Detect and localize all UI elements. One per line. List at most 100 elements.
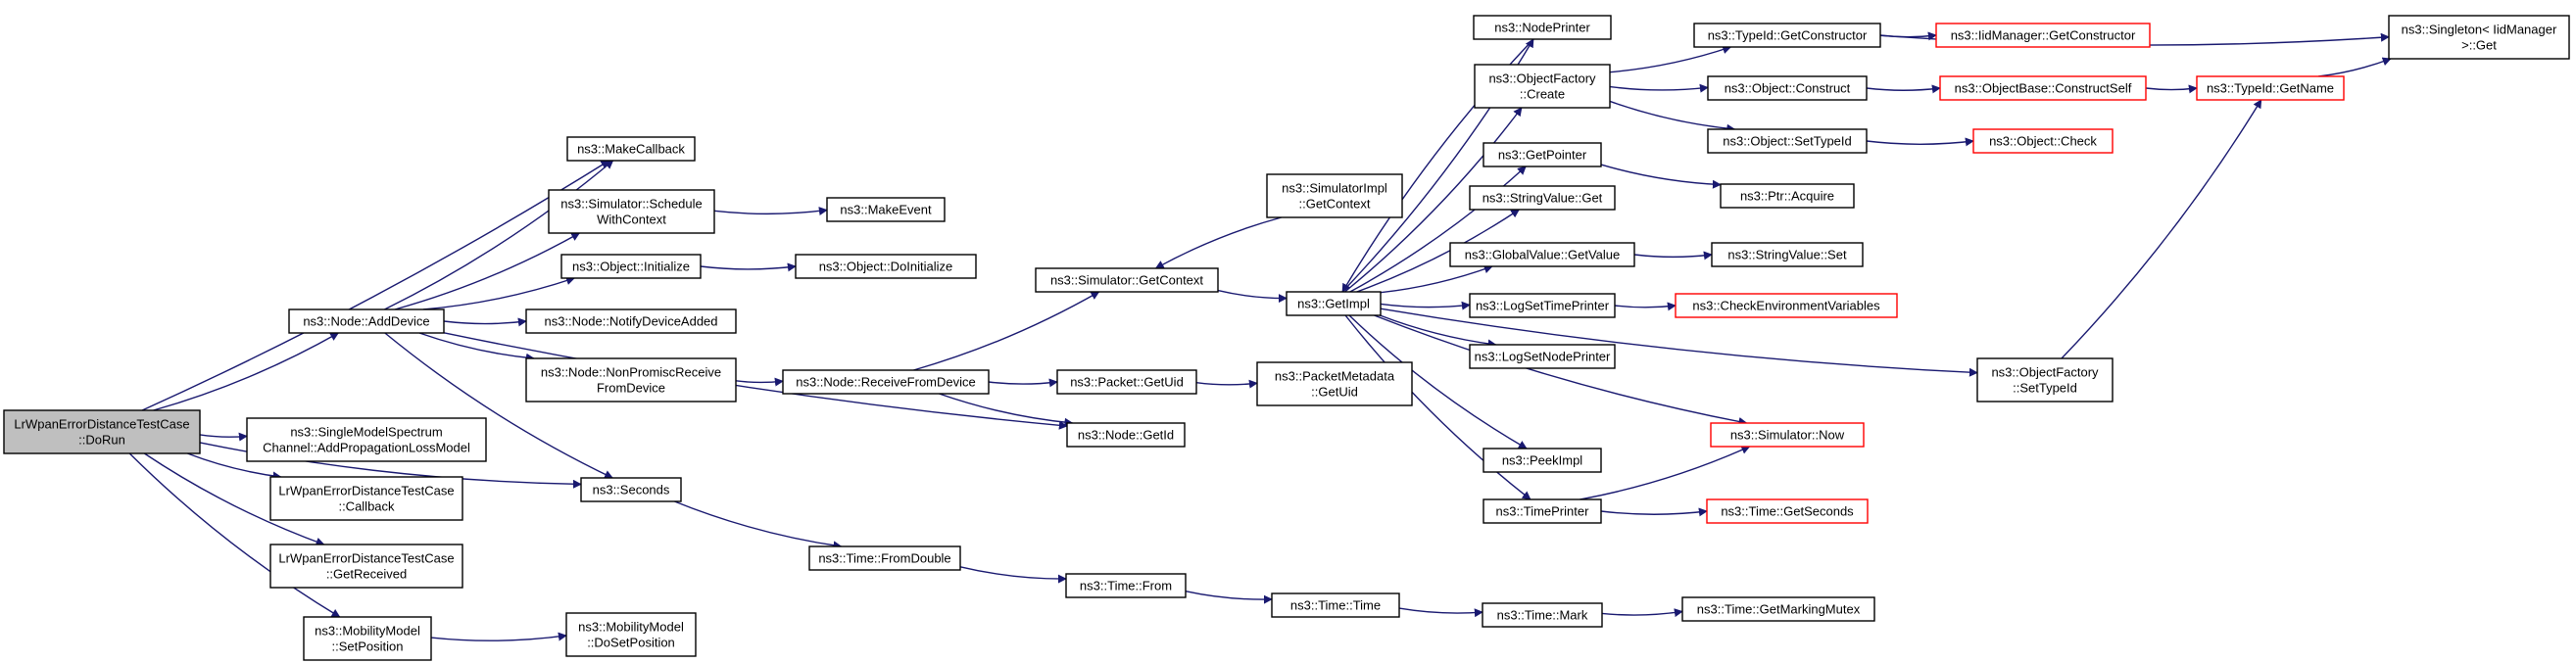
edges-layer bbox=[128, 31, 2392, 641]
edge-receiveFromDevice-to-nodeGetId bbox=[939, 393, 1074, 427]
node-timeFrom[interactable]: ns3::Time::From bbox=[1065, 573, 1187, 598]
edge-root-to-setPosition bbox=[128, 452, 341, 618]
node-box bbox=[1693, 23, 1881, 48]
node-logSetTimePrinter[interactable]: ns3::LogSetTimePrinter bbox=[1469, 293, 1616, 318]
node-label: ns3::Object::SetTypeId bbox=[1723, 134, 1852, 149]
edge-objFactoryCreate-to-objConstruct bbox=[1609, 83, 1709, 93]
node-label: LrWpanErrorDistanceTestCase bbox=[278, 484, 454, 498]
node-getImpl[interactable]: ns3::GetImpl bbox=[1286, 291, 1382, 316]
node-label: ns3::TimePrinter bbox=[1496, 504, 1590, 519]
node-objCheck[interactable]: ns3::Object::Check bbox=[1972, 128, 2114, 154]
node-label: ::Create bbox=[1520, 87, 1565, 102]
node-label: ns3::SingleModelSpectrum bbox=[290, 425, 442, 440]
edge-getPointer-to-ptrAcquire bbox=[1600, 164, 1722, 189]
node-notifyDeviceAdded[interactable]: ns3::Node::NotifyDeviceAdded bbox=[525, 308, 737, 334]
node-packetMetaGetUid[interactable]: ns3::PacketMetadata::GetUid bbox=[1256, 361, 1413, 406]
node-label: ns3::Simulator::Schedule bbox=[560, 197, 703, 212]
node-callback[interactable]: LrWpanErrorDistanceTestCase::Callback bbox=[269, 476, 463, 521]
node-globalValueGetValue[interactable]: ns3::GlobalValue::GetValue bbox=[1449, 242, 1635, 267]
node-label: LrWpanErrorDistanceTestCase bbox=[278, 551, 454, 566]
edge-root-to-callback bbox=[187, 452, 282, 481]
node-timeMark[interactable]: ns3::Time::Mark bbox=[1482, 602, 1603, 628]
node-simGetContext[interactable]: ns3::Simulator::GetContext bbox=[1035, 267, 1219, 293]
node-box bbox=[1286, 291, 1382, 316]
node-seconds[interactable]: ns3::Seconds bbox=[580, 477, 682, 502]
node-label: ns3::Time::Mark bbox=[1497, 608, 1588, 623]
edge-timePrinter-to-timeGetSeconds bbox=[1600, 507, 1708, 517]
node-nodePrinter[interactable]: ns3::NodePrinter bbox=[1473, 15, 1612, 40]
node-peekImpl[interactable]: ns3::PeekImpl bbox=[1482, 448, 1602, 473]
node-typeIdGetConstructor[interactable]: ns3::TypeId::GetConstructor bbox=[1693, 23, 1881, 48]
node-objDoInitialize[interactable]: ns3::Object::DoInitialize bbox=[795, 254, 977, 279]
edge-root-to-getReceived bbox=[143, 452, 325, 546]
node-objFactoryCreate[interactable]: ns3::ObjectFactory::Create bbox=[1474, 64, 1611, 109]
node-timeTime[interactable]: ns3::Time::Time bbox=[1271, 592, 1400, 618]
node-label: ns3::Seconds bbox=[593, 483, 670, 497]
edge-getImpl-to-logSetTimePrinter bbox=[1380, 301, 1471, 310]
node-label: ns3::Packet::GetUid bbox=[1070, 375, 1184, 390]
edge-logSetTimePrinter-to-checkEnvVars bbox=[1614, 302, 1677, 311]
node-box bbox=[566, 136, 696, 162]
node-label: ::DoSetPosition bbox=[587, 636, 675, 650]
node-getMarkingMutex[interactable]: ns3::Time::GetMarkingMutex bbox=[1681, 596, 1875, 622]
node-box bbox=[1482, 142, 1602, 167]
node-box bbox=[1065, 573, 1187, 598]
node-packetGetUid[interactable]: ns3::Packet::GetUid bbox=[1056, 369, 1197, 395]
node-label: ns3::Ptr::Acquire bbox=[1740, 189, 1834, 204]
node-box bbox=[826, 197, 946, 222]
node-box bbox=[1939, 75, 2147, 101]
node-stringValueGet[interactable]: ns3::StringValue::Get bbox=[1469, 185, 1616, 211]
node-label: ::GetContext bbox=[1299, 197, 1371, 212]
node-makeCallback[interactable]: ns3::MakeCallback bbox=[566, 136, 696, 162]
node-fromDouble[interactable]: ns3::Time::FromDouble bbox=[808, 545, 961, 571]
node-root[interactable]: LrWpanErrorDistanceTestCase::DoRun bbox=[3, 409, 201, 454]
node-simImplGetContext[interactable]: ns3::SimulatorImpl::GetContext bbox=[1266, 173, 1403, 218]
node-addDevice[interactable]: ns3::Node::AddDevice bbox=[288, 308, 445, 334]
node-box bbox=[1935, 23, 2151, 48]
node-label: >::Get bbox=[2461, 38, 2497, 53]
node-box bbox=[782, 369, 990, 395]
node-box bbox=[808, 545, 961, 571]
node-label: ::SetTypeId bbox=[2013, 381, 2077, 396]
node-box bbox=[1681, 596, 1875, 622]
node-setPosition[interactable]: ns3::MobilityModel::SetPosition bbox=[303, 616, 432, 661]
edge-getImpl-to-objFactorySetTypeId bbox=[1380, 308, 1978, 377]
node-nodeGetId[interactable]: ns3::Node::GetId bbox=[1066, 422, 1186, 448]
node-getReceived[interactable]: LrWpanErrorDistanceTestCase::GetReceived bbox=[269, 544, 463, 589]
node-box bbox=[1469, 344, 1616, 369]
edge-getImpl-to-timePrinter bbox=[1344, 314, 1531, 500]
node-checkEnvVars[interactable]: ns3::CheckEnvironmentVariables bbox=[1675, 293, 1898, 318]
node-objFactorySetTypeId[interactable]: ns3::ObjectFactory::SetTypeId bbox=[1976, 357, 2114, 403]
node-objSetTypeId[interactable]: ns3::Object::SetTypeId bbox=[1707, 128, 1868, 154]
node-iidGetConstructor[interactable]: ns3::IidManager::GetConstructor bbox=[1935, 23, 2151, 48]
node-logSetNodePrinter[interactable]: ns3::LogSetNodePrinter bbox=[1469, 344, 1616, 369]
node-box bbox=[1482, 498, 1602, 524]
node-label: ns3::Time::FromDouble bbox=[818, 551, 950, 566]
node-box bbox=[1707, 128, 1868, 154]
node-label: ns3::ObjectBase::ConstructSelf bbox=[1955, 81, 2132, 96]
node-box bbox=[1035, 267, 1219, 293]
node-doSetPosition[interactable]: ns3::MobilityModel::DoSetPosition bbox=[565, 612, 697, 657]
node-singletonGet[interactable]: ns3::Singleton< IidManager>::Get bbox=[2388, 15, 2570, 60]
node-box bbox=[1271, 592, 1400, 618]
node-objInitialize[interactable]: ns3::Object::Initialize bbox=[560, 254, 702, 279]
node-makeEvent[interactable]: ns3::MakeEvent bbox=[826, 197, 946, 222]
node-timeGetSeconds[interactable]: ns3::Time::GetSeconds bbox=[1706, 498, 1869, 524]
node-box bbox=[1056, 369, 1197, 395]
node-singleModel[interactable]: ns3::SingleModelSpectrumChannel::AddProp… bbox=[246, 417, 487, 462]
node-label: ns3::LogSetNodePrinter bbox=[1475, 350, 1611, 364]
node-stringValueSet[interactable]: ns3::StringValue::Set bbox=[1711, 242, 1864, 267]
node-typeIdGetName[interactable]: ns3::TypeId::GetName bbox=[2196, 75, 2345, 101]
node-box bbox=[1266, 173, 1403, 218]
node-timePrinter[interactable]: ns3::TimePrinter bbox=[1482, 498, 1602, 524]
node-simNow[interactable]: ns3::Simulator::Now bbox=[1710, 422, 1865, 448]
node-receiveFromDevice[interactable]: ns3::Node::ReceiveFromDevice bbox=[782, 369, 990, 395]
node-box bbox=[795, 254, 977, 279]
node-label: ns3::MobilityModel bbox=[578, 620, 684, 635]
node-objConstruct[interactable]: ns3::Object::Construct bbox=[1707, 75, 1868, 101]
node-objBaseConstructSelf[interactable]: ns3::ObjectBase::ConstructSelf bbox=[1939, 75, 2147, 101]
node-ptrAcquire[interactable]: ns3::Ptr::Acquire bbox=[1720, 183, 1855, 209]
node-getPointer[interactable]: ns3::GetPointer bbox=[1482, 142, 1602, 167]
